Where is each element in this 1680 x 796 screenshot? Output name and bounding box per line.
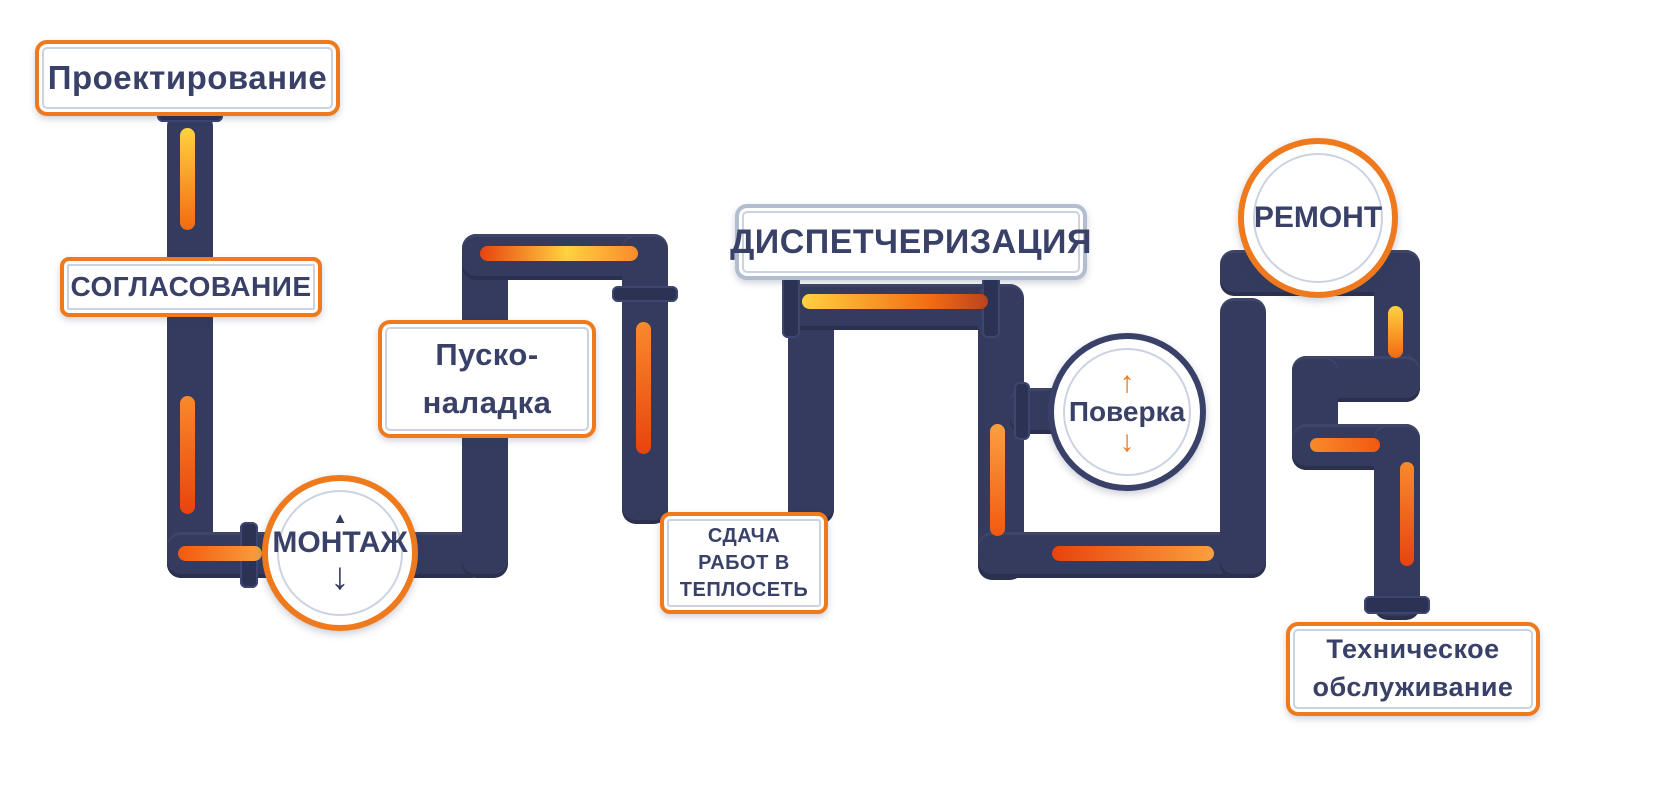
step-label-line3: ТЕПЛОСЕТЬ — [679, 578, 809, 601]
step-soglasovanie: СОГЛАСОВАНИЕ — [60, 257, 322, 317]
step-label-line2: РАБОТ В — [698, 551, 790, 574]
pipe-coupling — [782, 276, 800, 338]
step-label-line1: СДАЧА — [707, 524, 781, 547]
pipe-glow — [990, 424, 1005, 536]
pipe-coupling — [612, 286, 678, 302]
step-proektirovanie: Проектирование — [35, 40, 340, 116]
pipe-glow — [1052, 546, 1214, 561]
pipe-coupling — [982, 276, 1000, 338]
pipe-glow — [636, 322, 651, 454]
pipe-coupling — [1014, 382, 1030, 440]
pipe-glow — [1310, 438, 1380, 452]
pipe-glow — [180, 128, 195, 230]
step-remont: РЕМОНТ — [1238, 138, 1398, 298]
step-label: ДИСПЕТЧЕРИЗАЦИЯ — [730, 222, 1092, 261]
pipe-glow — [802, 294, 988, 309]
step-label-line1: Пуско- — [435, 336, 539, 372]
pipe-coupling — [1364, 596, 1430, 614]
pipe-glow — [1388, 306, 1403, 358]
step-montazh: ▲ МОНТАЖ ↓ — [262, 475, 418, 631]
pipe-glow — [480, 246, 638, 261]
step-poverka: ↑ Поверка ↓ — [1048, 333, 1206, 491]
pipe-glow — [180, 396, 195, 514]
arrow-down-icon: ↓ — [1119, 425, 1135, 458]
arrow-up-icon: ↑ — [1119, 366, 1135, 399]
step-label: Поверка — [1068, 396, 1186, 427]
step-label: СОГЛАСОВАНИЕ — [70, 271, 312, 302]
pipe-right-up-vertical — [1220, 298, 1266, 578]
step-label-line2: обслуживание — [1312, 672, 1514, 702]
step-pusko-naladka: Пуско- наладка — [378, 320, 596, 438]
step-dispetcherizaciya: ДИСПЕТЧЕРИЗАЦИЯ — [730, 204, 1091, 280]
step-sdacha-rabot: СДАЧА РАБОТ В ТЕПЛОСЕТЬ — [660, 512, 828, 614]
step-label: Проектирование — [47, 59, 328, 96]
arrow-up-icon: ▲ — [332, 510, 348, 528]
step-label: МОНТАЖ — [272, 526, 408, 560]
arrow-down-icon: ↓ — [330, 556, 350, 599]
step-label-line2: наладка — [422, 385, 552, 420]
step-tehobsluzhivanie: Техническое обслуживание — [1286, 622, 1540, 716]
pipe-glow — [1400, 462, 1414, 566]
step-label: РЕМОНТ — [1253, 201, 1383, 234]
pipe-glow — [178, 546, 262, 561]
step-label-line1: Техническое — [1326, 634, 1500, 665]
